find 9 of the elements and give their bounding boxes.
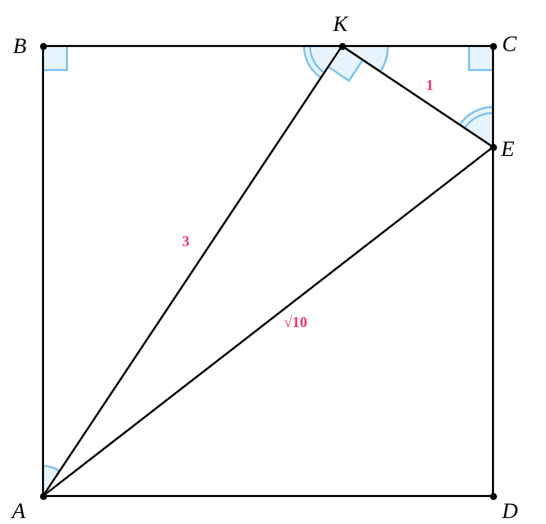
edge-label: 3 bbox=[182, 234, 190, 250]
point-label: E bbox=[501, 138, 514, 160]
point-label: D bbox=[502, 500, 518, 522]
point-label: K bbox=[333, 13, 348, 35]
edge-label: 1 bbox=[426, 78, 434, 94]
edge-label: √10 bbox=[284, 315, 308, 331]
point-label: C bbox=[502, 33, 517, 55]
point-label: B bbox=[13, 35, 26, 57]
point-label: A bbox=[12, 500, 26, 522]
